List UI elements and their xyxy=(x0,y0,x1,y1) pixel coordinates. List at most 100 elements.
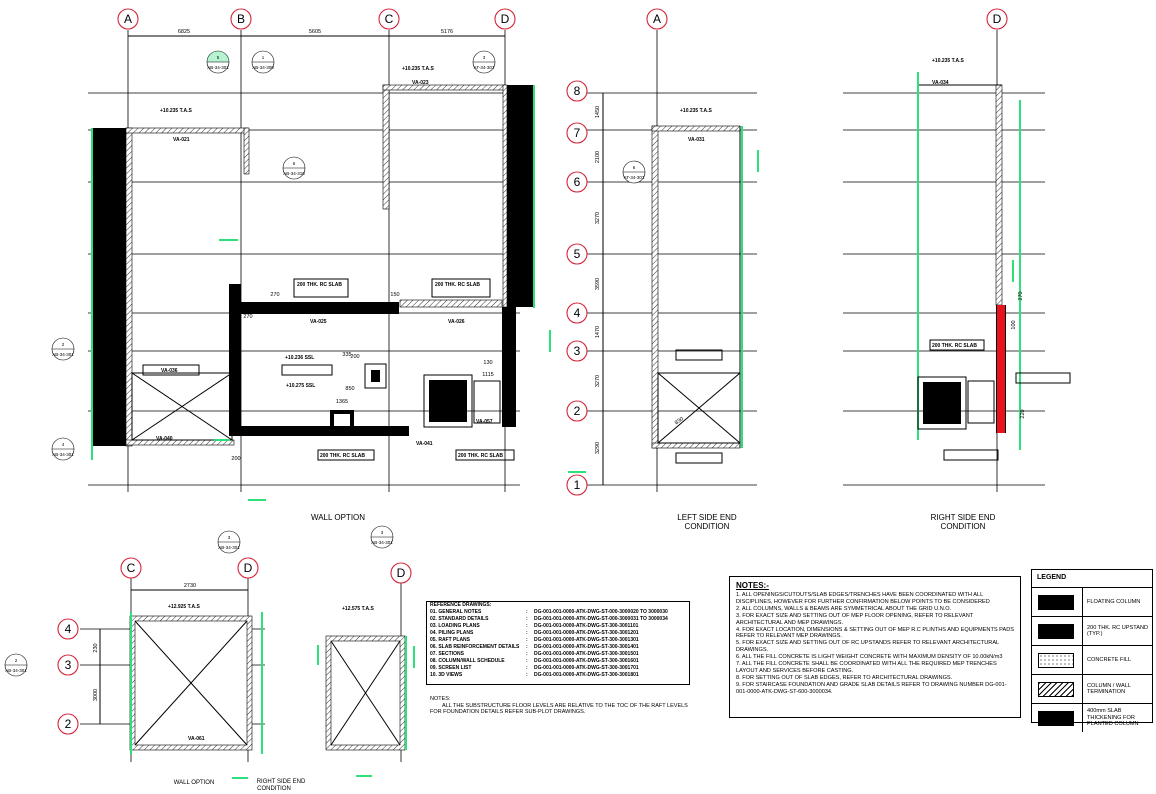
svg-text:A: A xyxy=(124,12,132,26)
notes-title: NOTES:- xyxy=(736,581,769,590)
grid-bubble: C xyxy=(120,557,142,579)
section-marker: 3AT-34-301 xyxy=(472,50,496,74)
svg-text:+10.275 SSL: +10.275 SSL xyxy=(286,383,315,389)
left-side-end-condition xyxy=(568,30,759,492)
wall-termination-swatch xyxy=(1038,681,1074,697)
view-captions: WALL OPTION LEFT SIDE END CONDITION RIGH… xyxy=(174,513,996,792)
svg-text:7: 7 xyxy=(574,126,581,140)
svg-text:1115: 1115 xyxy=(482,372,493,378)
svg-text:200 THK. RC SLAB: 200 THK. RC SLAB xyxy=(435,282,480,288)
general-notes: NOTES:- 1. ALL OPENINGS/CUTOUTS/SLAB EDG… xyxy=(729,576,1021,718)
svg-text:3: 3 xyxy=(574,344,581,358)
grid-bubble: 1 xyxy=(566,474,588,496)
grid-bubble: B xyxy=(230,8,252,30)
table-row: 07. SECTIONS:DG-001-001-0000-ATK-DWG-ST-… xyxy=(430,651,639,657)
svg-text:2100: 2100 xyxy=(595,151,601,163)
grid-bubble: D xyxy=(390,562,412,584)
table-row: 02. STANDARD DETAILS:DG-001-001-0000-ATK… xyxy=(430,616,668,622)
note-item: 9. FOR STAIRCASE FOUNDATION AND GRADE SL… xyxy=(736,681,1007,695)
slab-tags: 200 THK. RC SLAB 200 THK. RC SLAB 200 TH… xyxy=(297,282,977,459)
legend-item: 400mm SLAB THICKENING FOR PLANTED COLUMN xyxy=(1032,704,1152,732)
svg-text:VA-040: VA-040 xyxy=(156,436,173,442)
svg-text:2: 2 xyxy=(62,342,65,347)
svg-text:3290: 3290 xyxy=(595,442,601,454)
svg-text:+10.236 SSL: +10.236 SSL xyxy=(285,355,314,361)
svg-text:C: C xyxy=(385,12,394,26)
svg-text:830: 830 xyxy=(674,416,685,426)
svg-text:AB-34-301: AB-34-301 xyxy=(5,668,27,673)
svg-text:A: A xyxy=(653,12,661,26)
note-item: 4. FOR EXACT LOCATION, DIMENSIONS & SETT… xyxy=(736,626,1014,640)
grid-bubble: C xyxy=(378,8,400,30)
grid-bubble: D xyxy=(237,557,259,579)
lower-wall-option-plan xyxy=(80,578,265,779)
svg-text:AB-34-300: AB-34-300 xyxy=(252,65,274,70)
svg-text:VA-023: VA-023 xyxy=(412,80,429,86)
svg-text:+10.235 T.A.S: +10.235 T.A.S xyxy=(160,108,192,114)
svg-text:200 THK. RC SLAB: 200 THK. RC SLAB xyxy=(320,453,365,459)
floating-column-swatch xyxy=(1038,594,1074,610)
svg-text:220: 220 xyxy=(1020,409,1026,418)
svg-text:D: D xyxy=(244,561,253,575)
note-label: NOTES: xyxy=(430,696,451,702)
svg-text:AB-34-301: AB-34-301 xyxy=(371,540,393,545)
grid-bubble: 4 xyxy=(57,618,79,640)
svg-text:VA-057: VA-057 xyxy=(476,419,493,425)
svg-text:270: 270 xyxy=(243,314,252,320)
grid-bubble: 3 xyxy=(57,654,79,676)
note-item: 1. ALL OPENINGS/CUTOUTS/SLAB EDGES/TRENC… xyxy=(736,592,990,605)
grid-bubble: D xyxy=(986,8,1008,30)
grid-bubble: 7 xyxy=(566,122,588,144)
grid-bubble: A xyxy=(117,8,139,30)
svg-text:6: 6 xyxy=(293,161,296,166)
svg-text:WALL OPTION: WALL OPTION xyxy=(311,513,365,522)
wall-option-plan xyxy=(88,30,551,501)
table-row: 08. COLUMN/WALL SCHEDULE:DG-001-001-0000… xyxy=(430,658,639,664)
table-row: 03. LOADING PLANS:DG-001-001-0000-ATK-DW… xyxy=(430,623,639,629)
svg-text:+10.235 T.A.S: +10.235 T.A.S xyxy=(932,58,964,64)
svg-text:2730: 2730 xyxy=(184,583,196,589)
note-item: 8. FOR SETTING OUT OF SLAB EDGES, REFER … xyxy=(736,674,953,681)
svg-text:6: 6 xyxy=(633,165,636,170)
grid-bubble: 4 xyxy=(566,302,588,324)
table-row: 10. 3D VIEWS:DG-001-001-0000-ATK-DWG-ST-… xyxy=(430,672,639,678)
section-marker: 6AT-34-301 xyxy=(622,160,646,184)
table-row: 04. PILING PLANS:DG-001-001-0000-ATK-DWG… xyxy=(430,630,639,636)
section-marker: 3AB-34-301 xyxy=(370,525,394,549)
svg-text:VA-036: VA-036 xyxy=(161,368,178,374)
dimension-labels: 6825 5605 5176 1450 2100 3270 3590 1470 … xyxy=(93,29,1026,701)
svg-text:3: 3 xyxy=(65,658,72,672)
grid-bubble: 2 xyxy=(566,400,588,422)
svg-text:4: 4 xyxy=(65,622,72,636)
note-item: 7. ALL THE FILL CONCRETE SHALL BE COORDI… xyxy=(736,661,997,674)
svg-text:VA-034: VA-034 xyxy=(932,80,949,86)
svg-text:D: D xyxy=(993,12,1002,26)
reference-drawings-table: REFERENCE DRAWINGS: 01. GENERAL NOTES:DG… xyxy=(426,601,690,685)
svg-text:200 THK. RC SLAB: 200 THK. RC SLAB xyxy=(458,453,503,459)
section-marker: 4AB-34-301 xyxy=(51,437,75,461)
svg-text:+12.925 T.A.S: +12.925 T.A.S xyxy=(168,604,200,610)
svg-text:AB-34-301: AB-34-301 xyxy=(52,352,74,357)
legend: LEGEND FLOATING COLUMN 200 THK. RC UPSTA… xyxy=(1031,569,1153,732)
svg-text:850: 850 xyxy=(345,386,354,392)
svg-text:LEFT SIDE END: LEFT SIDE END xyxy=(677,513,737,522)
legend-title: LEGEND xyxy=(1032,570,1152,588)
svg-text:270: 270 xyxy=(1018,291,1024,300)
section-marker: 1AB-34-300 xyxy=(251,50,275,74)
svg-text:5: 5 xyxy=(217,55,220,60)
svg-text:+12.575 T.A.S: +12.575 T.A.S xyxy=(342,606,374,612)
svg-text:AT-34-301: AT-34-301 xyxy=(624,175,645,180)
svg-text:CONDITION: CONDITION xyxy=(257,786,291,792)
svg-text:+10.235 T.A.S: +10.235 T.A.S xyxy=(402,66,434,72)
svg-text:3: 3 xyxy=(483,55,486,60)
svg-text:200: 200 xyxy=(231,456,240,462)
grid-bubble: 5 xyxy=(566,243,588,265)
level-tags: +10.235 T.A.S +10.235 T.A.S +10.235 T.A.… xyxy=(160,58,964,612)
table-row: 06. SLAB REINFORCEMENT DETAILS:DG-001-00… xyxy=(430,644,639,650)
table-row: 01. GENERAL NOTES:DG-001-001-0000-ATK-DW… xyxy=(430,609,668,615)
svg-text:100: 100 xyxy=(1011,320,1017,329)
svg-text:1365: 1365 xyxy=(336,399,348,405)
svg-text:335: 335 xyxy=(342,352,351,358)
section-markers: 5AB-34-301 1AB-34-300 3AT-34-301 6AB-34-… xyxy=(4,50,646,677)
svg-text:1450: 1450 xyxy=(595,106,601,118)
